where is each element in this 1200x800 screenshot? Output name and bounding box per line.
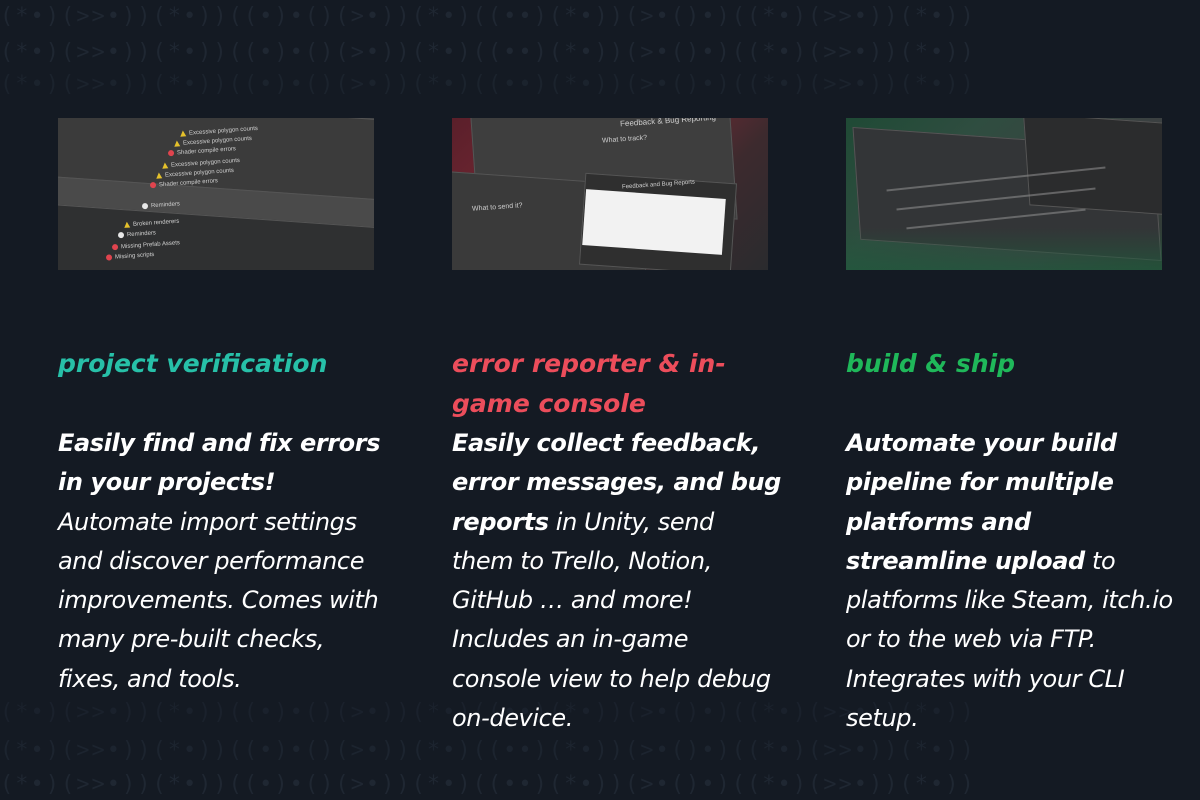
background-pattern-row: (*•)(>>•))(*•))((•)•()(>•))(*•)((••)(*•)… xyxy=(0,700,976,725)
feature-description-text: Automate import settings and discover pe… xyxy=(58,507,379,693)
feature-screenshot: Feedback & Bug Reporting What to track? … xyxy=(452,118,768,270)
feature-screenshot: Excessive polygon counts Excessive polyg… xyxy=(58,118,374,270)
background-pattern-row: (*•)(>>•))(*•))((•)•()(>•))(*•)((••)(*•)… xyxy=(0,738,976,763)
feature-screenshot xyxy=(846,118,1162,270)
feature-card-project-verification: Excessive polygon counts Excessive polyg… xyxy=(58,118,388,693)
feature-description-text: to platforms like Steam, itch.io or to t… xyxy=(846,546,1173,733)
feature-description-bold: Easily find and fix errors in your proje… xyxy=(58,429,381,497)
dialog-content xyxy=(582,189,726,255)
feature-description-text: in Unity, send them to Trello, Notion, G… xyxy=(452,507,771,733)
feature-heading: error reporter & in-game console xyxy=(452,349,726,418)
shade-overlay xyxy=(846,228,1162,270)
feature-card-error-reporter: Feedback & Bug Reporting What to track? … xyxy=(452,118,782,732)
background-pattern-row: (*•)(>>•))(*•))((•)•()(>•))(*•)((••)(*•)… xyxy=(0,72,976,97)
editor-panel xyxy=(1022,118,1162,216)
feature-description: Easily find and fix errors in your proje… xyxy=(58,424,388,699)
feature-description: Automate your build pipeline for multipl… xyxy=(846,424,1176,738)
background-pattern-row: (*•)(>>•))(*•))((•)•()(>•))(*•)((••)(*•)… xyxy=(0,4,976,29)
feature-card-build-ship: build & ship Automate your build pipelin… xyxy=(846,118,1176,732)
feature-description-bold: Easily collect feedback, error messages,… xyxy=(452,429,781,536)
background-pattern-row: (*•)(>>•))(*•))((•)•()(>•))(*•)((••)(*•)… xyxy=(0,40,976,65)
background-pattern-row: (*•)(>>•))(*•))((•)•()(>•))(*•)((••)(*•)… xyxy=(0,772,976,797)
feature-description: Easily collect feedback, error messages,… xyxy=(452,424,782,738)
feature-heading: build & ship xyxy=(846,349,1016,378)
feature-description-bold: Automate your build pipeline for multipl… xyxy=(846,429,1117,575)
feature-heading: project verification xyxy=(58,349,328,378)
